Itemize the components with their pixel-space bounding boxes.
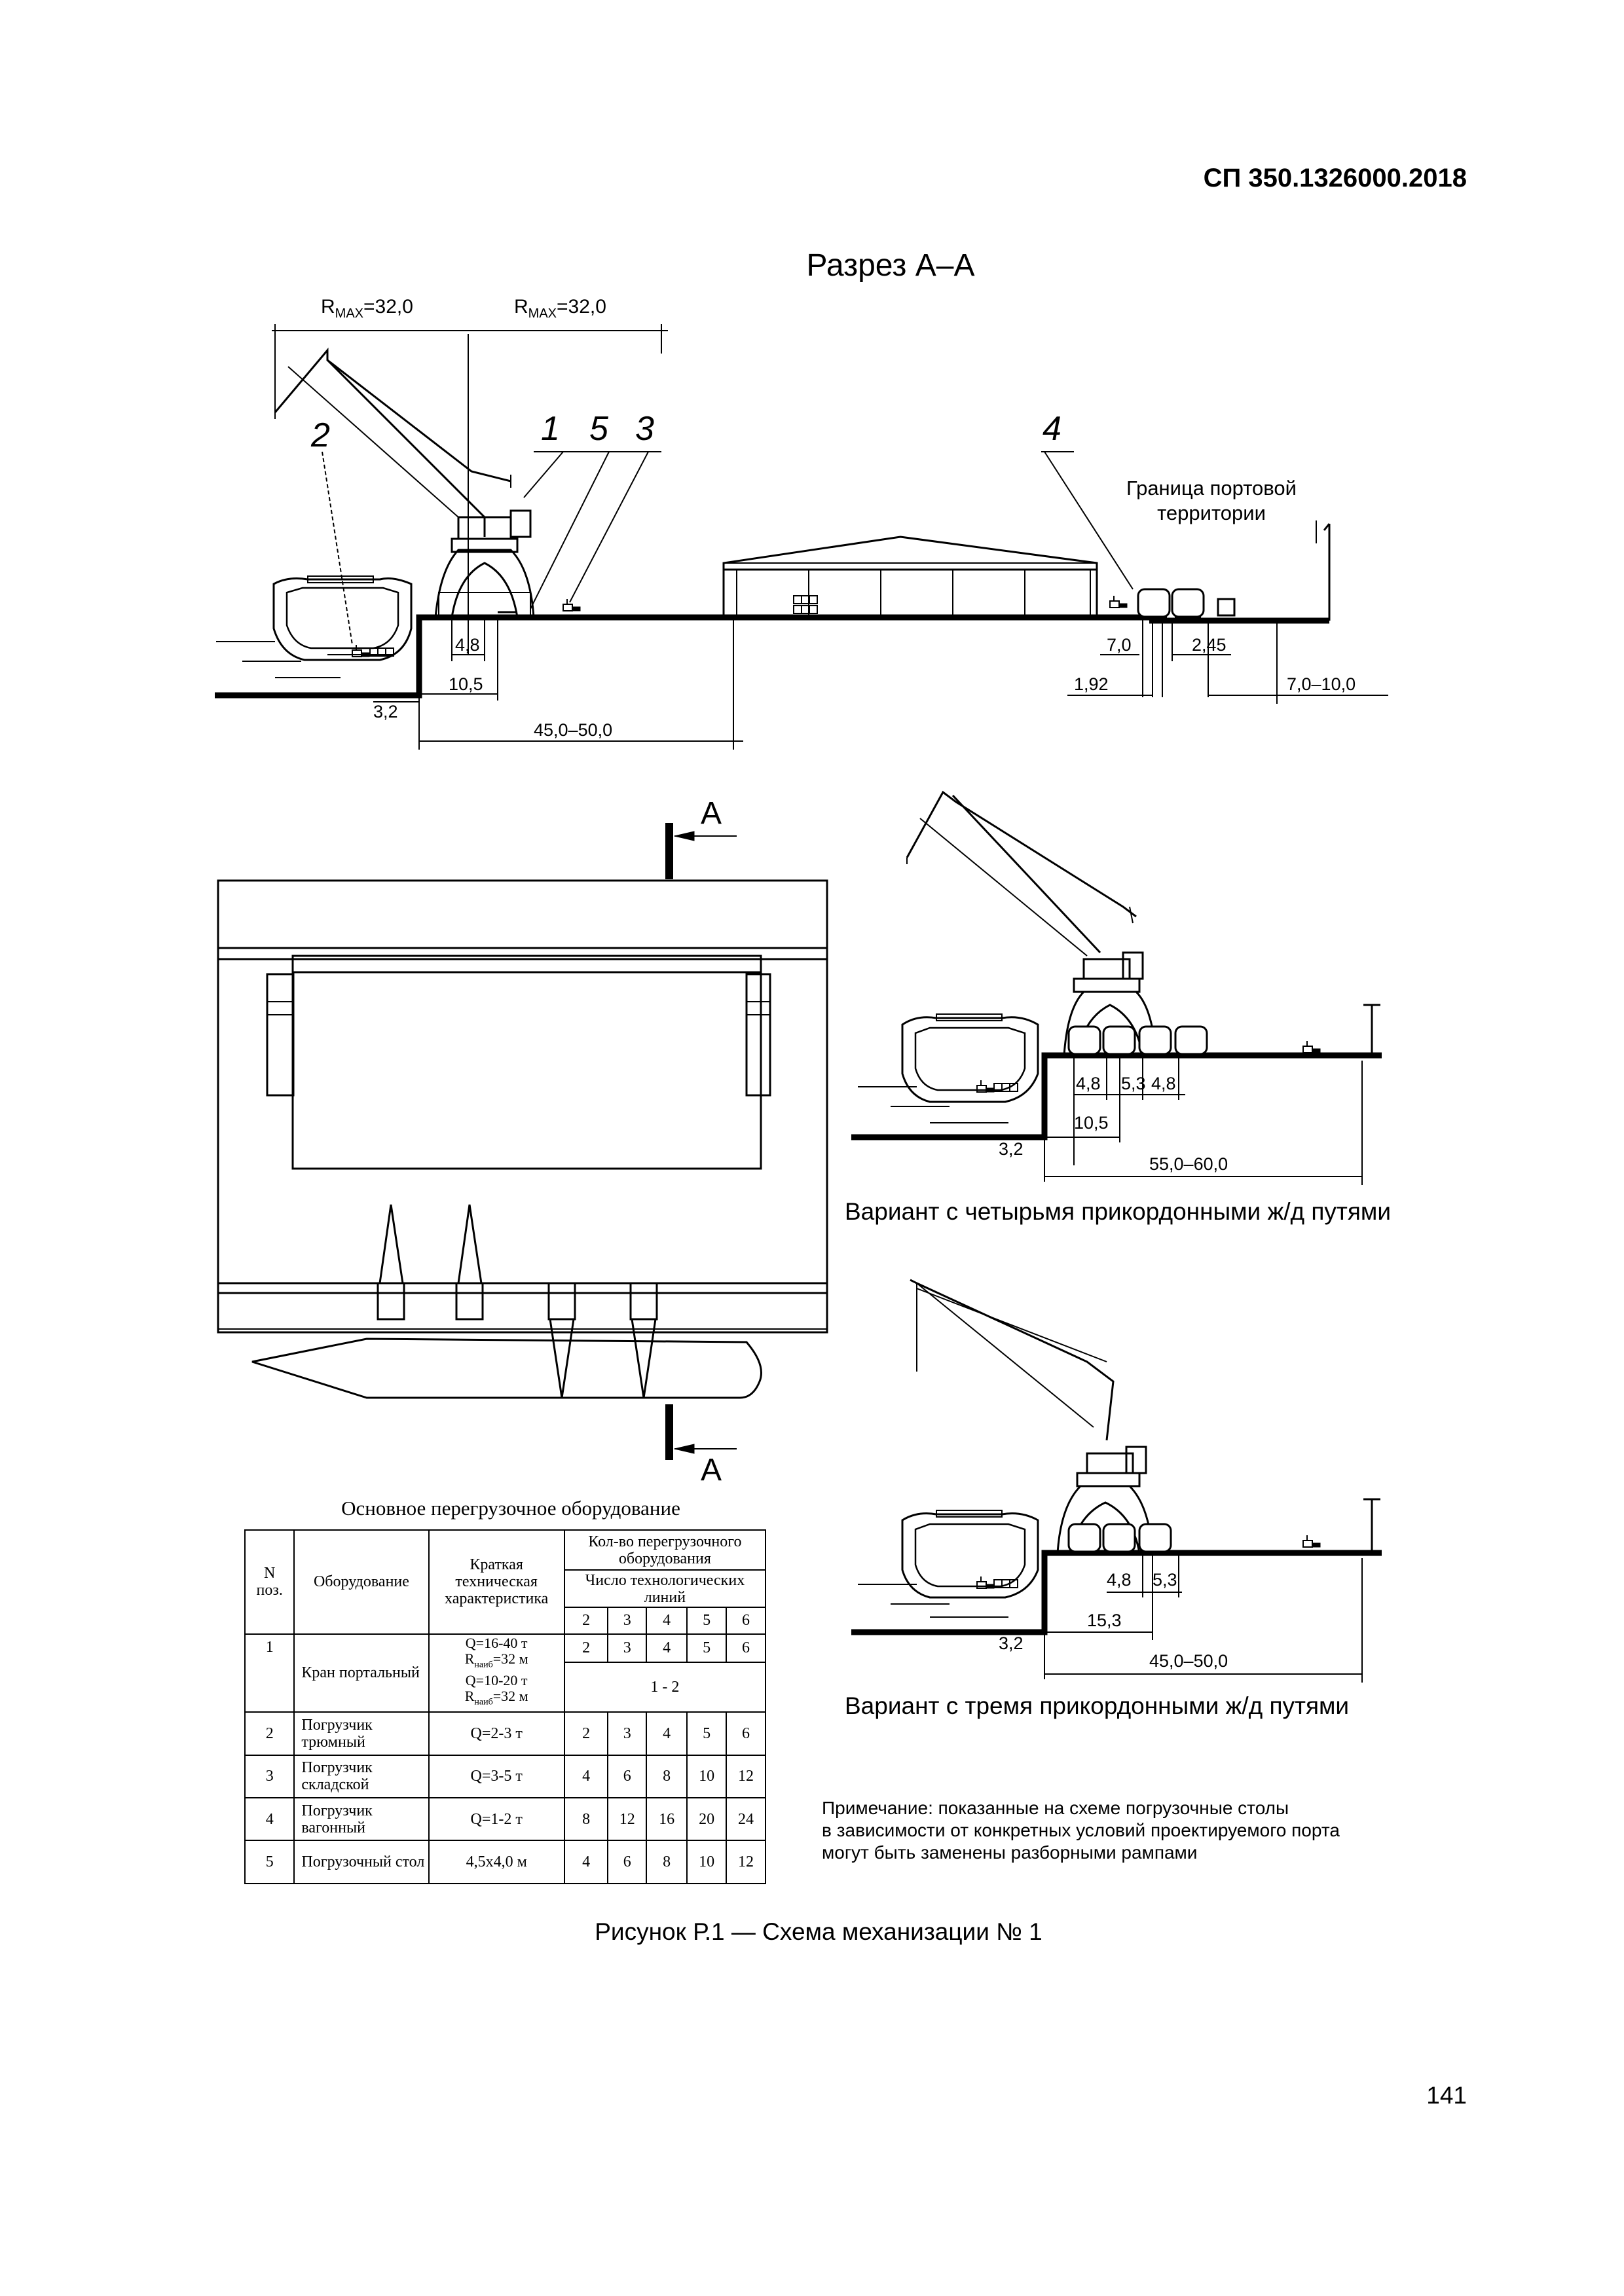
plan-ship [251,1338,762,1399]
header-col-4: 4 [646,1606,688,1635]
v3-dim-3-2: 3,2 [999,1633,1024,1653]
dim-3-2: 3,2 [373,702,398,721]
header-col-3: 3 [607,1606,648,1635]
variant4-caption: Вариант с четырьмя прикордонными ж/д пут… [845,1198,1392,1225]
crane-portal [434,549,535,618]
header-col-5: 5 [686,1606,728,1635]
v3-dim-4-8: 4,8 [1107,1570,1132,1590]
variant3-caption: Вариант с тремя прикордонными ж/д путями [845,1692,1350,1719]
figure-caption: Рисунок Р.1 — Схема механизации № 1 [595,1918,1043,1945]
table-title: Основное перегрузочное оборудование [341,1497,680,1520]
callout-5: 5 [589,410,608,448]
rmax-right-label: RMAX=32,0 [514,296,606,321]
dim-7-0: 7,0 [1107,635,1132,655]
v4-dim-3-2: 3,2 [999,1139,1024,1159]
section-a-a [215,324,1388,750]
table-row: 1 - 2 [245,1661,767,1713]
ship-hull [272,577,413,661]
variant3-drawing [851,1279,1382,1683]
quay-profile [215,614,1149,699]
callout-1: 1 [541,410,560,448]
table-row: 1 Кран портальный Q=16-40 т Rнаиб=32 м Q… [244,1633,766,1713]
header-col-6: 6 [726,1606,766,1635]
table-row: 4 Погрузчик вагонный Q=1-2 т 8 12 16 20 … [244,1796,766,1842]
v3-dim-5-3: 5,3 [1153,1570,1177,1590]
callout-4: 4 [1043,410,1061,448]
page-number: 141 [1426,2082,1467,2109]
port-boundary-label: Граница портовой территории [1126,477,1297,524]
variant4-drawing [851,790,1382,1185]
table-row: 5 Погрузочный стол 4,5х4,0 м 4 6 8 10 12 [244,1840,766,1884]
header-equipment: Оборудование [293,1529,430,1635]
callout-2: 2 [311,416,330,454]
v3-dim-15-3: 15,3 [1087,1611,1122,1630]
crane-boom [274,347,511,483]
rmax-left-label: RMAX=32,0 [321,296,413,321]
v4-dim-5-3: 5,3 [1121,1074,1146,1093]
document-code: СП 350.1326000.2018 [1203,164,1467,192]
warehouse [722,536,1098,617]
v4-dim-55-60: 55,0–60,0 [1149,1154,1228,1174]
dim-2-45: 2,45 [1192,635,1227,655]
v4-dim-4-8a: 4,8 [1076,1074,1101,1093]
note: Примечание: показанные на схеме погрузоч… [822,1798,1340,1863]
section-mark-top: А [701,796,722,831]
plan-view [217,823,828,1460]
v4-dim-4-8b: 4,8 [1151,1074,1176,1093]
dim-1-92: 1,92 [1074,674,1109,694]
header-col-2: 2 [563,1606,609,1635]
section-mark-bottom: А [701,1453,722,1487]
dim-7-10: 7,0–10,0 [1287,674,1356,694]
dim-4-8: 4,8 [455,635,480,655]
table-row: 3 Погрузчик складской Q=3-5 т 4 6 8 10 1… [244,1754,766,1798]
dim-10-5: 10,5 [449,674,483,694]
dim-45-50: 45,0–50,0 [534,720,613,740]
v3-dim-45-50: 45,0–50,0 [1149,1651,1228,1671]
table-row: 2 Погрузчик трюмный Q=2-3 т 2 3 4 5 6 [244,1711,766,1756]
section-title: Разрез А–А [806,248,975,283]
v4-dim-10-5: 10,5 [1074,1113,1109,1133]
callout-3: 3 [635,410,654,448]
